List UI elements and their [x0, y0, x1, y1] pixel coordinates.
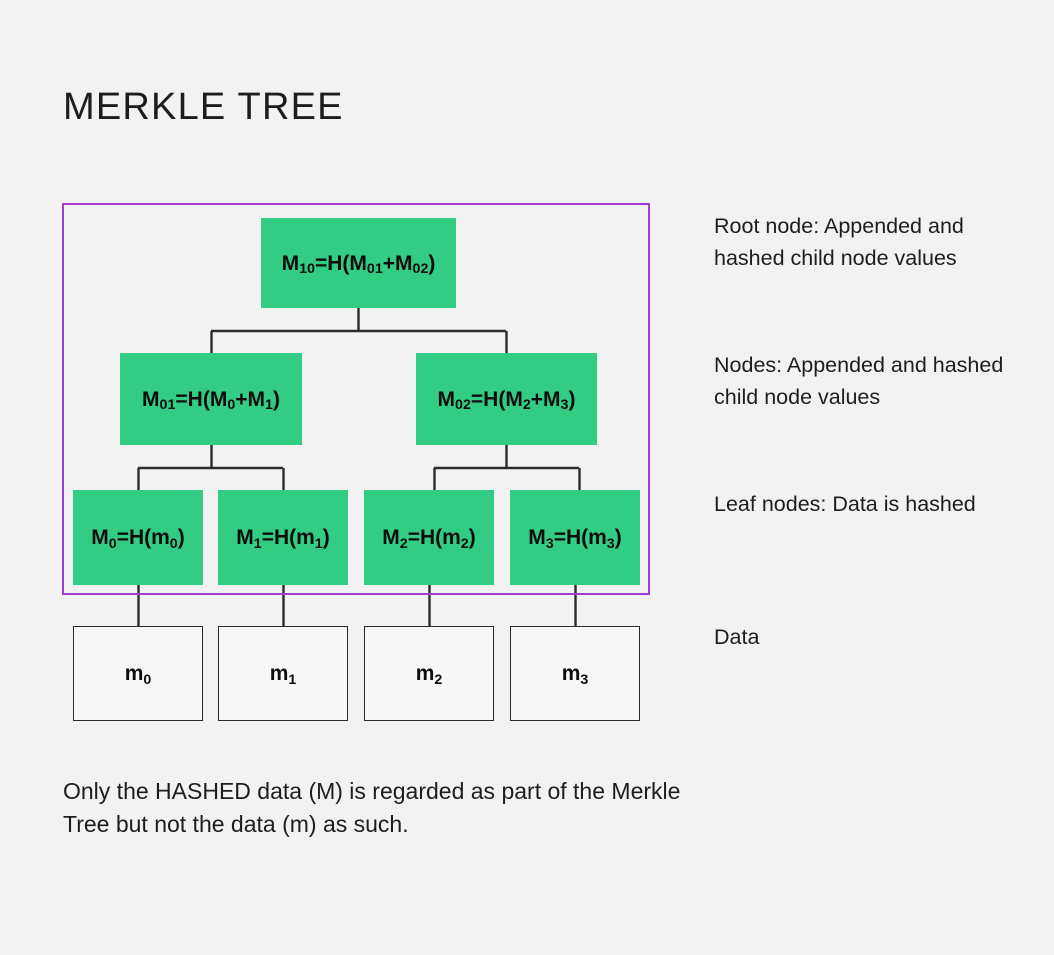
- page-title: MERKLE TREE: [63, 86, 344, 128]
- merkle-tree-boundary: [62, 203, 650, 595]
- tree-node-root[interactable]: M10=H(M01+M02): [261, 218, 456, 308]
- data-block-m1[interactable]: m1: [218, 626, 348, 721]
- tree-node-m02-label: M02=H(M2+M3): [437, 387, 576, 414]
- data-block-m2[interactable]: m2: [364, 626, 494, 721]
- legend-data: Data: [714, 625, 760, 649]
- data-block-m1-label: m1: [269, 662, 297, 688]
- tree-leaf-m1-label: M1=H(m1): [236, 526, 330, 552]
- tree-node-m01[interactable]: M01=H(M0+M1): [120, 353, 302, 445]
- data-block-m2-label: m2: [415, 662, 443, 688]
- data-block-m0[interactable]: m0: [73, 626, 203, 721]
- tree-leaf-m0[interactable]: M0=H(m0): [73, 490, 203, 585]
- diagram-caption: Only the HASHED data (M) is regarded as …: [63, 778, 681, 838]
- tree-leaf-m1[interactable]: M1=H(m1): [218, 490, 348, 585]
- data-block-m3-label: m3: [561, 662, 589, 688]
- tree-leaf-m3-label: M3=H(m3): [528, 526, 622, 552]
- data-block-m3[interactable]: m3: [510, 626, 640, 721]
- tree-leaf-m2-label: M2=H(m2): [382, 526, 476, 552]
- tree-node-root-label: M10=H(M01+M02): [281, 251, 436, 278]
- tree-node-m02[interactable]: M02=H(M2+M3): [416, 353, 597, 445]
- tree-node-m01-label: M01=H(M0+M1): [142, 387, 280, 414]
- legend-root-node: Root node: Appended and hashed child nod…: [714, 214, 964, 270]
- legend-leaf-nodes: Leaf nodes: Data is hashed: [714, 492, 976, 516]
- tree-leaf-m2[interactable]: M2=H(m2): [364, 490, 494, 585]
- merkle-tree-diagram: M10=H(M01+M02) M01=H(M0+M1) M02=H(M2+M3)…: [62, 203, 650, 721]
- tree-leaf-m0-label: M0=H(m0): [91, 526, 185, 552]
- data-block-m0-label: m0: [124, 662, 152, 688]
- tree-leaf-m3[interactable]: M3=H(m3): [510, 490, 640, 585]
- legend-nodes: Nodes: Appended and hashed child node va…: [714, 353, 1004, 409]
